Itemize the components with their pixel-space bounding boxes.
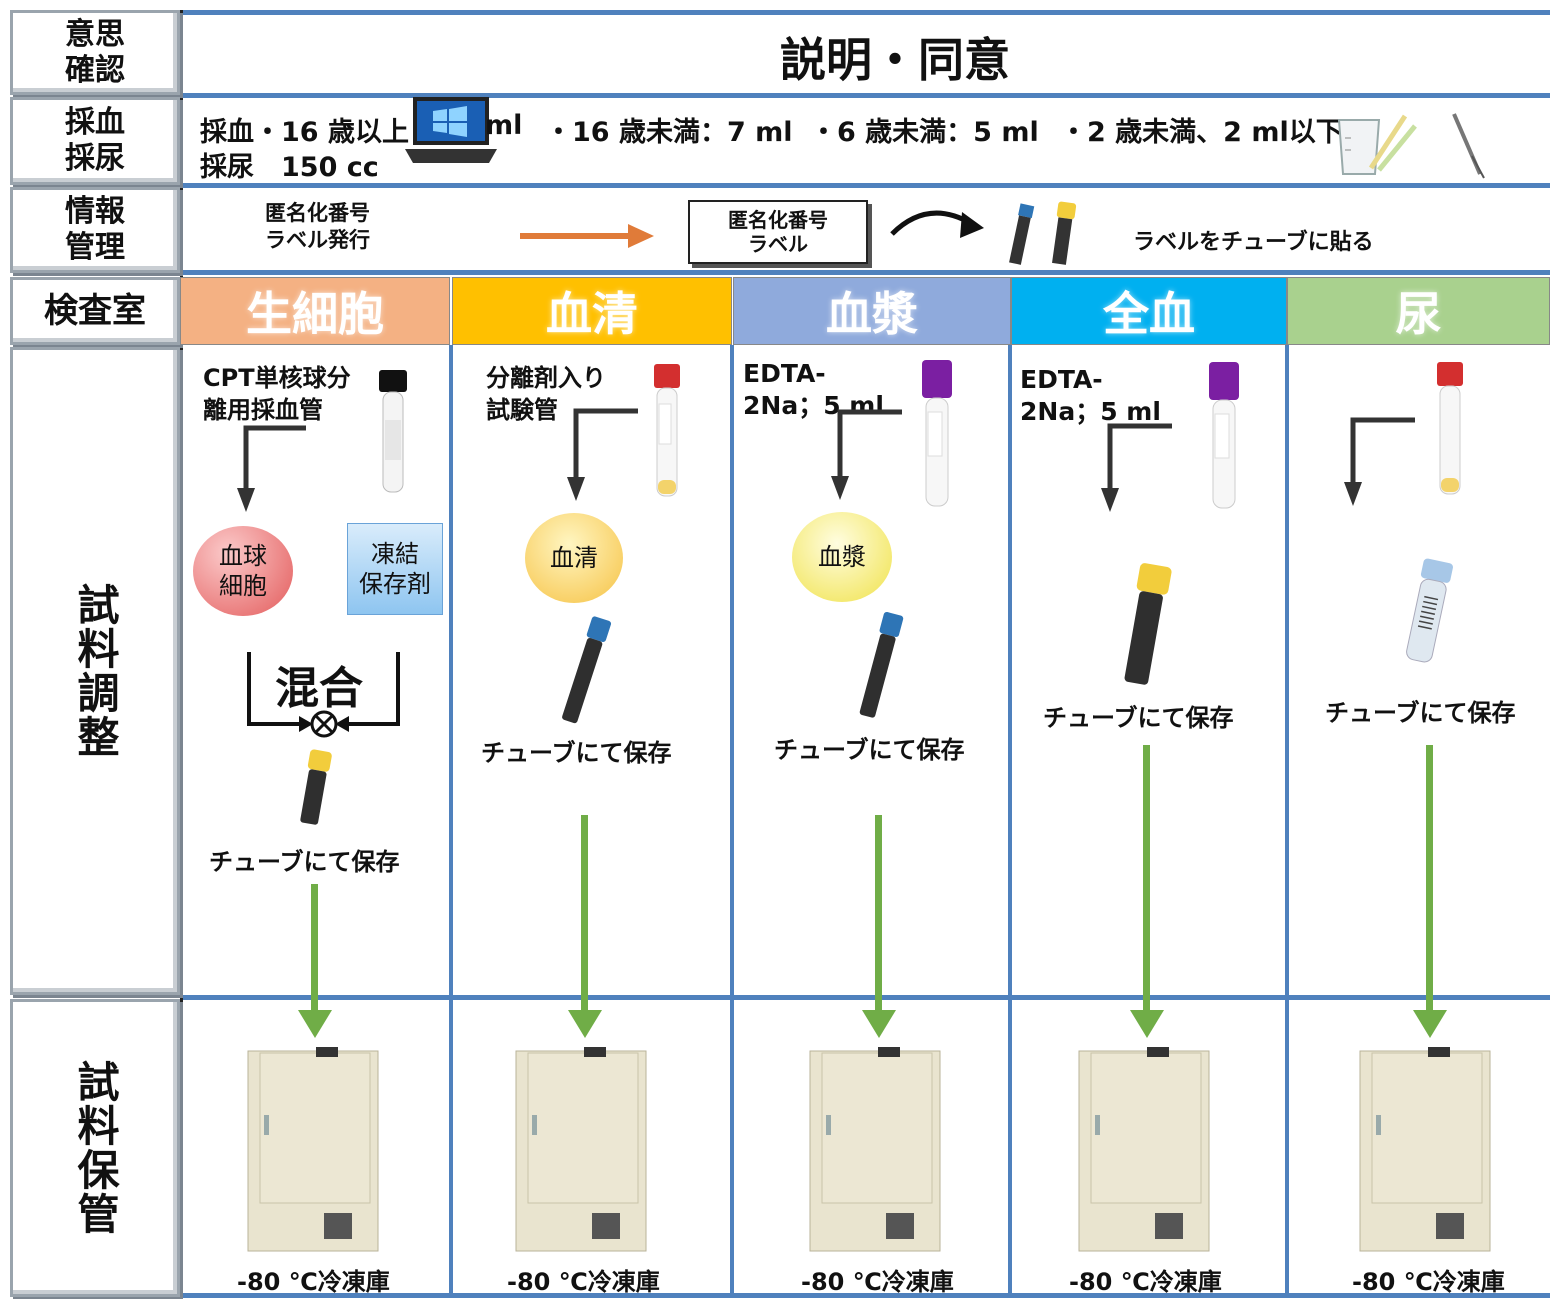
elbow-arrow-4 [1101,423,1172,512]
laptop-icon [405,97,497,163]
row-label-info: 情報 管理 [10,187,180,273]
green-arrowhead-1 [298,1010,332,1038]
plasma-tube-text: EDTA- 2Na；5 ml [743,359,884,420]
freezer-caption-5: -80 ℃冷凍庫 [1352,1268,1505,1296]
attach-label-text: ラベルをチューブに貼る [1133,230,1374,255]
blood-under16: ・16 歳未満：7 ml [545,117,793,148]
store-text-urine: チューブにて保存 [1325,699,1516,727]
blood-16plus-unit: ml [485,110,523,141]
header-urine: 尿 [1287,277,1550,345]
header-plasma: 血漿 [733,277,1011,345]
green-arrowhead-4 [1130,1010,1164,1038]
plasma-bubble: 血漿 [792,512,892,602]
serum-bubble: 血清 [525,513,623,603]
header-whole-blood: 全血 [1011,277,1287,345]
row-label-prep: 試料調整 [10,347,180,995]
store-text-plasma: チューブにて保存 [774,736,965,764]
urine-volume: 採尿 150 cc [200,152,379,183]
header-live-cells: 生細胞 [180,277,450,345]
cpt-tube-icon [379,370,407,493]
row-label-collection: 採血 採尿 [10,97,180,185]
cryotube-blue-icon-plasma [859,611,904,718]
label-issue-text: 匿名化番号 ラベル発行 [265,201,370,252]
cryoprotectant-box: 凍結 保存剤 [347,523,443,615]
labeled-tubes-icon [1009,201,1077,265]
elbow-arrow-5 [1344,417,1415,506]
syringe-icon [1452,113,1485,179]
edta-tube-icon-whole-blood [1209,362,1239,509]
freezer-caption-2: -80 ℃冷凍庫 [507,1268,660,1296]
whole-blood-tube-text: EDTA- 2Na；5 ml [1020,365,1161,426]
row-label-storage: 試料保管 [10,999,180,1297]
edta-tube-icon-plasma [922,360,952,507]
green-arrowhead-3 [862,1010,896,1038]
elbow-arrow-1 [237,425,306,512]
serum-tube-text: 分離剤入り 試験管 [486,364,606,424]
rule-2 [180,183,1550,188]
rule-1 [180,93,1550,98]
green-arrow-shaft-1 [311,884,318,1014]
cryotube-yellow-icon-whole-blood [1124,563,1172,685]
elbow-arrow-2 [567,408,638,501]
left-divider [180,10,183,1298]
rule-top [180,10,1550,15]
green-arrowhead-5 [1413,1010,1447,1038]
freezer-icon-1 [247,1047,379,1252]
anonymized-label-box: 匿名化番号 ラベル [688,200,868,264]
green-arrow-shaft-3 [875,815,882,1015]
row-label-lab: 検査室 [10,277,180,345]
freezer-icon-4 [1078,1047,1210,1252]
urine-cup-icon [1337,114,1417,175]
rule-4 [180,995,1550,1000]
orange-arrow-icon [520,224,654,248]
store-text-whole-blood: チューブにて保存 [1043,704,1234,732]
blood-cells-bubble: 血球 細胞 [193,526,293,616]
cryotube-yellow-icon [300,749,332,825]
green-arrow-shaft-2 [581,815,588,1015]
freezer-icon-5 [1359,1047,1491,1252]
col-sep-2 [730,345,734,1295]
rule-bottom [180,1293,1550,1298]
freezer-caption-1: -80 ℃冷凍庫 [237,1268,390,1296]
blood-under2: ・2 歳未満、2 ml以下 [1060,117,1343,148]
col-sep-4 [1285,345,1289,1295]
freezer-caption-3: -80 ℃冷凍庫 [801,1268,954,1296]
elbow-arrow-3 [831,409,902,500]
consent-title: 説明・同意 [780,33,1010,87]
freezer-icon-2 [515,1047,647,1252]
blood-16plus-text: 採血・16 歳以上 [200,117,409,148]
freezer-icon-3 [809,1047,941,1252]
urine-cryotube-icon [1406,558,1453,663]
store-text-serum: チューブにて保存 [481,739,672,767]
store-text-live-cells: チューブにて保存 [209,848,400,876]
cpt-tube-text: CPT単核球分 離用採血管 [203,364,351,424]
blood-under6: ・6 歳未満：5 ml [810,117,1039,148]
header-serum: 血清 [452,277,732,345]
freezer-caption-4: -80 ℃冷凍庫 [1069,1268,1222,1296]
rule-3 [180,270,1550,275]
curved-arrow-icon [890,210,984,238]
col-sep-3 [1008,345,1012,1295]
serum-tube-icon [654,364,680,497]
urine-tube-icon [1437,362,1463,495]
green-arrow-shaft-5 [1426,745,1433,1015]
mix-bracket-icon [247,652,400,738]
green-arrow-shaft-4 [1143,745,1150,1015]
mix-label: 混合 [275,663,363,714]
row-label-consent: 意思 確認 [10,10,180,95]
cryotube-blue-icon-serum [562,616,612,724]
col-sep-1 [449,345,453,1295]
green-arrowhead-2 [568,1010,602,1038]
